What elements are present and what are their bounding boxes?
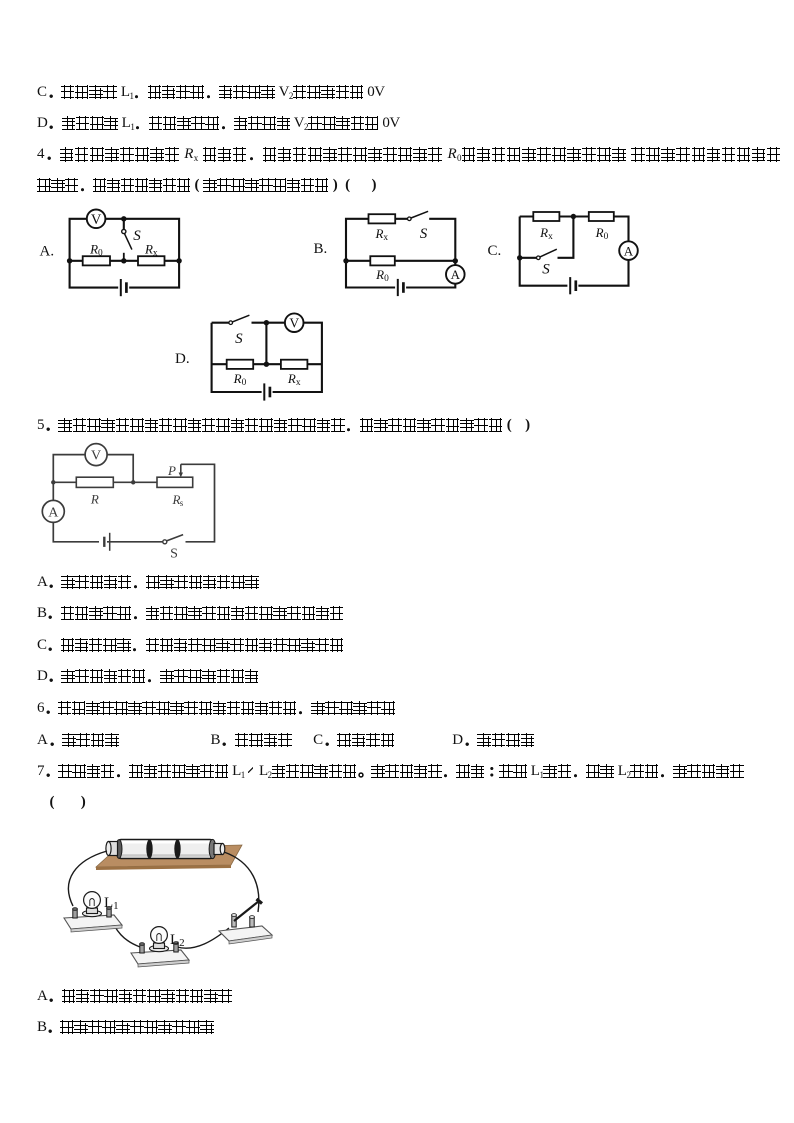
- svg-text:Rx: Rx: [539, 225, 553, 242]
- svg-text:A: A: [451, 267, 461, 282]
- svg-text:L2: L2: [170, 932, 185, 949]
- svg-text:R0: R0: [89, 242, 103, 259]
- svg-text:L1: L1: [104, 895, 119, 912]
- svg-text:V: V: [91, 212, 102, 228]
- svg-text:D.: D.: [175, 351, 190, 367]
- svg-text:A: A: [624, 243, 634, 258]
- svg-text:Rx: Rx: [287, 371, 301, 388]
- svg-text:S: S: [133, 228, 141, 244]
- svg-text:R: R: [90, 492, 99, 507]
- svg-text:R: R: [172, 492, 181, 507]
- svg-text:C.: C.: [488, 243, 502, 259]
- svg-text:A: A: [48, 505, 59, 520]
- svg-text:R0: R0: [375, 267, 389, 284]
- svg-text:B.: B.: [314, 241, 328, 257]
- svg-text:S: S: [235, 331, 243, 347]
- svg-text:S: S: [170, 547, 178, 562]
- svg-text:R0: R0: [233, 371, 247, 388]
- svg-text:P: P: [167, 463, 176, 478]
- svg-text:V: V: [91, 449, 101, 464]
- svg-text:Rx: Rx: [144, 242, 158, 259]
- svg-text:A.: A.: [40, 244, 55, 260]
- svg-text:s: s: [180, 498, 184, 508]
- svg-text:S: S: [542, 262, 550, 278]
- svg-text:R0: R0: [595, 225, 609, 242]
- svg-text:S: S: [420, 226, 428, 242]
- svg-text:V: V: [289, 316, 299, 331]
- svg-text:Rx: Rx: [374, 226, 388, 243]
